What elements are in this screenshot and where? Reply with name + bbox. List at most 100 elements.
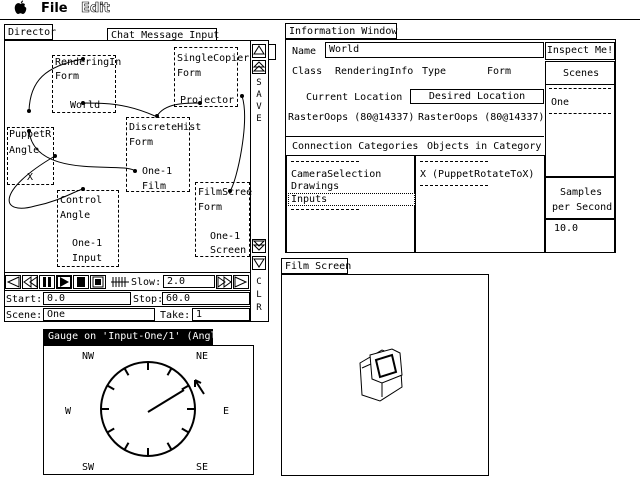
node-name: SingleCopier	[177, 53, 250, 64]
list-dashed-line	[291, 209, 359, 210]
slow-label: Slow:	[131, 277, 162, 288]
list-item-selected[interactable]: Inputs	[288, 193, 415, 206]
samples-label-2: per Second	[552, 202, 613, 213]
gauge-dial	[100, 361, 205, 457]
objects-in-category-label: Objects in Category	[427, 141, 542, 152]
take-field[interactable]: 1	[192, 308, 250, 321]
node-name: RenderingIn	[55, 57, 122, 68]
node-puppet-rotate[interactable]: PuppetR Angle X	[7, 127, 54, 185]
film-strip-icon[interactable]	[111, 276, 129, 288]
gauge-title[interactable]: Gauge on 'Input-One/1' (Angle)	[43, 329, 229, 345]
node-type: Angle	[9, 145, 40, 156]
step-forward-button[interactable]	[233, 275, 249, 289]
node-type: Form	[129, 137, 154, 148]
stop-icon	[92, 276, 104, 288]
step-icon	[77, 277, 85, 287]
connection-wires	[8, 57, 245, 209]
gauge-label-nw: NW	[82, 351, 95, 362]
transport-divider-2	[4, 290, 251, 291]
arrow-down-icon	[253, 258, 265, 268]
node-single-copier[interactable]: SingleCopier Form Projector	[174, 47, 249, 107]
current-location-label: Current Location	[306, 92, 403, 103]
scene-label: Scene:	[6, 310, 43, 321]
step-button[interactable]	[73, 275, 89, 289]
menu-file[interactable]: File	[41, 1, 68, 16]
desired-location-button[interactable]: Desired Location	[410, 89, 544, 104]
scenes-divider	[546, 84, 614, 85]
desired-location-value: RasterOops (80@14337)	[418, 112, 545, 123]
gauge-label-sw: SW	[82, 462, 95, 473]
page-up-button[interactable]	[252, 60, 266, 74]
list-item[interactable]: Drawings	[291, 181, 340, 192]
menu-bar: File Edit	[0, 0, 640, 20]
step-forward-icon	[234, 276, 248, 288]
transport-divider-3	[4, 306, 251, 307]
step-back-icon	[6, 276, 20, 288]
director-grow-box[interactable]	[268, 44, 276, 60]
node-control-input[interactable]: Control Angle One-1 Input	[57, 190, 119, 267]
node-type: Form	[55, 71, 80, 82]
node-value: Projector	[180, 95, 235, 106]
save-letter: V	[256, 102, 262, 112]
scene-field[interactable]: One	[43, 308, 155, 321]
gauge-label-se: SE	[196, 462, 209, 473]
menu-edit[interactable]: Edit	[81, 1, 110, 17]
stop-field[interactable]: 60.0	[162, 292, 250, 305]
type-label: Type	[422, 66, 447, 77]
rewind-button[interactable]	[22, 275, 38, 289]
rewind-start-button[interactable]	[5, 275, 21, 289]
list-item[interactable]: X (PuppetRotateToX)	[420, 169, 535, 180]
node-type: Form	[177, 68, 202, 79]
clear-button[interactable]: C L R	[252, 276, 266, 320]
samples-field[interactable]: 10.0	[545, 219, 615, 253]
scroll-up-button[interactable]	[252, 44, 266, 58]
list-dashed-line	[291, 161, 359, 162]
gauge-label-w: W	[65, 406, 72, 417]
scenes-dashed-line	[549, 113, 611, 114]
connection-categories-list[interactable]: CameraSelection Drawings Inputs	[286, 155, 415, 253]
page-down-button[interactable]	[252, 239, 266, 253]
arrow-up-icon	[253, 45, 265, 55]
gauge-label-e: E	[223, 406, 230, 417]
film-screen-title[interactable]: Film Screen	[281, 258, 351, 274]
node-type: Angle	[60, 210, 91, 221]
node-value-2: Film	[142, 181, 167, 192]
scroll-down-button[interactable]	[252, 256, 266, 270]
scene-list-item[interactable]: One	[551, 97, 570, 108]
film-screen-window[interactable]	[281, 274, 489, 476]
save-letter: S	[256, 78, 262, 88]
inspect-me-button[interactable]: Inspect Me!	[545, 42, 615, 60]
play-icon	[60, 277, 69, 287]
clr-letter: L	[256, 290, 262, 300]
list-dashed-line	[420, 161, 488, 162]
fast-forward-icon	[217, 276, 232, 288]
name-field[interactable]: World	[325, 42, 544, 58]
information-window-title[interactable]: Information Window	[285, 23, 397, 39]
pause-button[interactable]	[39, 275, 55, 289]
stop-button[interactable]	[90, 275, 106, 289]
apple-icon[interactable]	[14, 0, 27, 20]
node-rendering-info[interactable]: RenderingIn Form World	[52, 55, 121, 113]
node-name: DiscreteHist	[129, 122, 202, 133]
director-canvas[interactable]	[5, 41, 250, 272]
connection-categories-label: Connection Categories	[292, 141, 419, 152]
node-name: FilmScree	[198, 187, 253, 198]
samples-label: Samples	[560, 187, 603, 198]
director-title[interactable]: Director	[4, 24, 56, 40]
slow-field[interactable]: 2.0	[163, 275, 215, 288]
fast-forward-button[interactable]	[216, 275, 232, 289]
list-item[interactable]: CameraSelection	[291, 169, 382, 180]
start-field[interactable]: 0.0	[43, 292, 131, 305]
node-film-screen[interactable]: FilmScree Form One-1 Screen	[195, 182, 253, 257]
double-arrow-up-icon	[252, 61, 266, 72]
info-divider	[286, 136, 544, 137]
gauge-window[interactable]: NW NE W E SW SE	[43, 345, 254, 475]
class-value: RenderingInfo	[335, 66, 414, 77]
node-discrete-hist[interactable]: DiscreteHist Form One-1 Film	[126, 117, 201, 192]
pause-icon	[43, 277, 51, 287]
objects-in-category-list[interactable]: X (PuppetRotateToX)	[415, 155, 545, 253]
rendered-cube	[359, 348, 403, 402]
play-button[interactable]	[56, 275, 72, 289]
list-dashed-line	[420, 185, 488, 186]
save-button[interactable]: S A V E	[252, 77, 266, 137]
